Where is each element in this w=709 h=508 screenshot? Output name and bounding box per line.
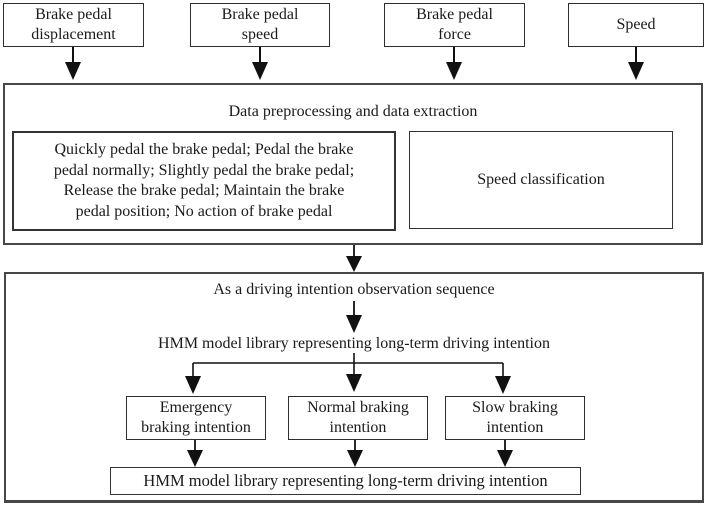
pedal-actions-line: pedal position; No action of brake pedal <box>75 202 333 220</box>
pedal-actions-line: Quickly pedal the brake pedal; Pedal the… <box>54 141 354 158</box>
node-label-line: displacement <box>31 26 116 43</box>
text-observation-sequence: As a driving intention observation seque… <box>213 281 495 298</box>
node-label-line: HMM model library representing long-term… <box>143 471 548 490</box>
node-slow-braking-intention: Slow braking intention <box>445 396 585 440</box>
node-label-line: Speed <box>616 16 656 33</box>
node-label-line: speed <box>241 26 279 43</box>
arrow-down-icon <box>65 47 81 80</box>
node-label-line: Speed classification <box>477 170 605 188</box>
text-hmm-model-library: HMM model library representing long-term… <box>158 335 550 352</box>
arrow-down-icon <box>346 245 362 272</box>
node-pedal-action-classes: Quickly pedal the brake pedal; Pedal the… <box>12 131 396 231</box>
node-label-line: Slow braking <box>472 399 558 416</box>
node-label-line: Brake pedal <box>221 6 299 23</box>
pedal-actions-line: pedal normally; Slightly pedal the brake… <box>53 161 355 179</box>
node-label-line: Brake pedal <box>416 6 493 23</box>
node-label-line: intention <box>486 419 544 436</box>
node-brake-pedal-speed: Brake pedal speed <box>190 3 330 47</box>
node-label-line: Normal braking <box>307 399 409 416</box>
node-label-line: force <box>438 26 471 43</box>
arrow-down-icon <box>252 47 268 80</box>
arrow-down-icon <box>446 47 462 80</box>
node-speed-classification: Speed classification <box>409 131 673 229</box>
node-label-line: braking intention <box>141 419 251 436</box>
node-brake-pedal-force: Brake pedal force <box>384 3 525 47</box>
node-label-line: intention <box>329 419 387 436</box>
node-hmm-model-library-output: HMM model library representing long-term… <box>110 467 581 495</box>
node-label-line: Brake pedal <box>35 6 112 23</box>
node-speed: Speed <box>568 3 704 47</box>
node-normal-braking-intention: Normal braking intention <box>288 396 428 440</box>
pedal-actions-line: Release the brake pedal; Maintain the br… <box>63 182 345 199</box>
arrow-down-icon <box>628 47 644 80</box>
section-title: Data preprocessing and data extraction <box>228 103 478 120</box>
node-label-line: Emergency <box>159 399 233 416</box>
node-emergency-braking-intention: Emergency braking intention <box>126 396 266 440</box>
node-brake-pedal-displacement: Brake pedal displacement <box>3 3 144 47</box>
